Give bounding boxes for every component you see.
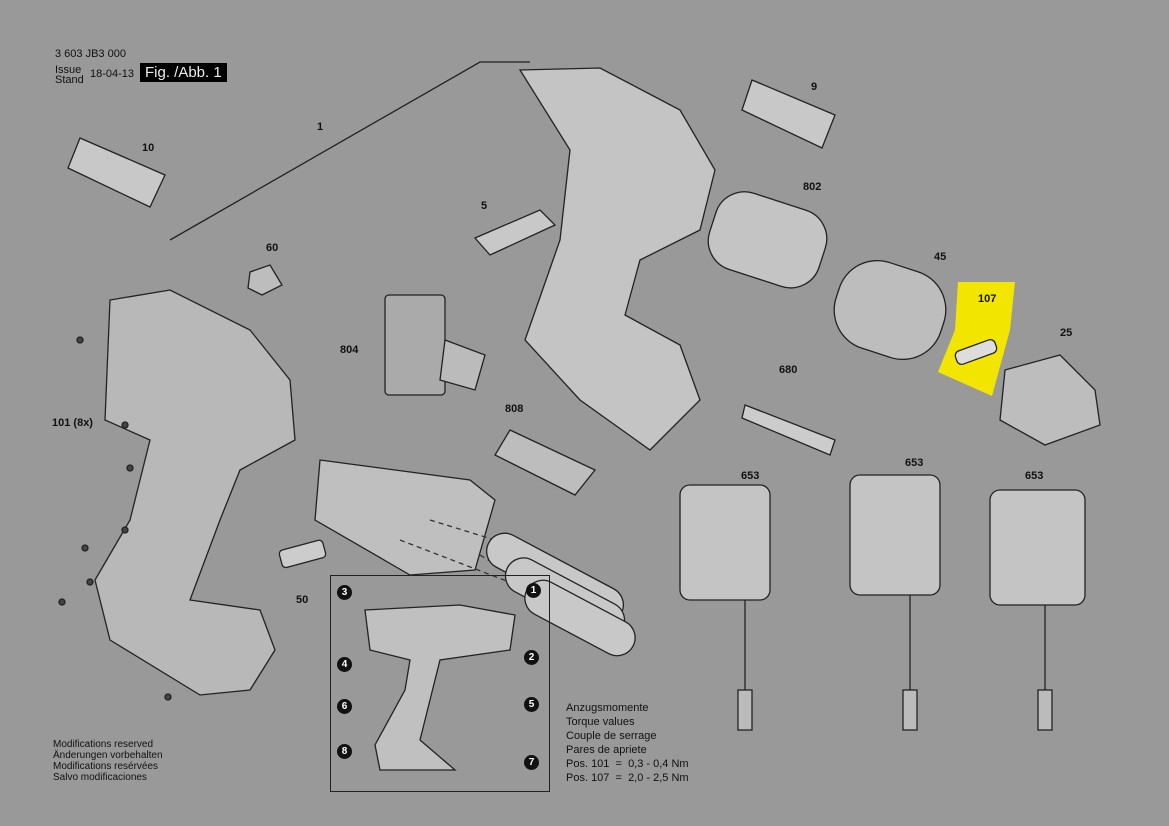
torque-line: Couple de serrage <box>566 730 657 742</box>
label-101: 101 (8x) <box>52 417 93 429</box>
drill-body <box>94 289 296 696</box>
part-5 <box>473 209 557 256</box>
modifications-notice: Modifications reserved Änderungen vorbeh… <box>53 739 163 783</box>
issue-date: 18-04-13 <box>90 68 135 80</box>
torque-line: Anzugsmomente <box>566 702 649 714</box>
battery-holder <box>314 459 496 576</box>
label-808: 808 <box>505 403 524 415</box>
label-653-us: 653 <box>905 457 924 469</box>
footer-line: Salvo modificaciones <box>53 772 147 783</box>
footer-line: Modifications reserved <box>53 739 154 750</box>
figure-label: Fig. /Abb. 1 <box>140 63 227 82</box>
charger-653-eu <box>679 484 771 731</box>
footer-line: Modifications resérvées <box>53 761 159 772</box>
label-804: 804 <box>340 344 359 356</box>
callout-4: 4 <box>337 657 352 672</box>
callout-8: 8 <box>337 744 352 759</box>
chuck-25 <box>999 354 1101 446</box>
callout-3: 3 <box>337 585 352 600</box>
label-107: 107 <box>978 293 997 305</box>
issue-label: Issue <box>55 64 82 76</box>
label-680: 680 <box>779 364 798 376</box>
label-60: 60 <box>266 242 279 254</box>
label-45: 45 <box>934 251 947 263</box>
callout-7: 7 <box>524 755 539 770</box>
gearbox-45 <box>833 259 947 361</box>
highlight-107 <box>938 282 1015 396</box>
stand-label: Stand <box>55 74 84 86</box>
charger-653-uk <box>989 489 1086 731</box>
label-808 <box>494 429 597 496</box>
callout-6: 6 <box>337 699 352 714</box>
part-9-strip <box>741 79 836 149</box>
callout-5: 5 <box>524 697 539 712</box>
doc-number: 3 603 JB3 000 <box>55 48 126 60</box>
label-5: 5 <box>481 200 488 212</box>
label-802: 802 <box>803 181 822 193</box>
inset-drill <box>364 604 516 771</box>
battery-cells <box>486 532 636 657</box>
label-10: 10 <box>142 142 155 154</box>
inset-box <box>330 575 550 792</box>
part-50 <box>278 539 327 569</box>
label-653-eu: 653 <box>741 470 760 482</box>
switch-804 <box>384 294 446 396</box>
torque-pos-107: Pos. 107 = 2,0 - 2,5 Nm <box>566 772 689 784</box>
part-10-strip <box>67 137 166 208</box>
bit-680 <box>741 404 836 456</box>
label-653-uk: 653 <box>1025 470 1044 482</box>
screws-101 <box>58 336 172 701</box>
torque-table: Anzugsmomente Torque values Couple de se… <box>566 701 689 785</box>
label-1: 1 <box>317 121 324 133</box>
label-9: 9 <box>811 81 818 93</box>
torque-line: Torque values <box>566 716 635 728</box>
label-25: 25 <box>1060 327 1073 339</box>
callout-1: 1 <box>526 583 541 598</box>
housing-half <box>518 67 716 451</box>
charger-653-us <box>849 474 941 731</box>
torque-pos-101: Pos. 101 = 0,3 - 0,4 Nm <box>566 758 689 770</box>
label-50: 50 <box>296 594 309 606</box>
callout-2: 2 <box>524 650 539 665</box>
footer-line: Änderungen vorbehalten <box>53 750 163 761</box>
torque-line: Pares de apriete <box>566 744 647 756</box>
part-60 <box>247 264 283 296</box>
motor-802 <box>707 191 828 289</box>
screw-107 <box>954 338 998 366</box>
leader-1 <box>169 61 530 241</box>
